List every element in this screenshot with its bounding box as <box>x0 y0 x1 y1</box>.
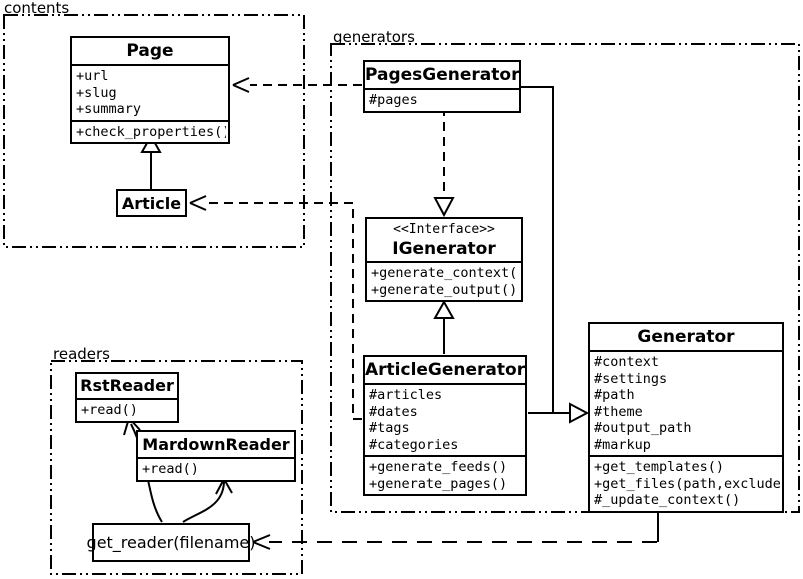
attribute: #settings <box>594 370 668 387</box>
attributes-compartment: #articles #dates #tags #categories <box>365 383 525 455</box>
package-label-contents: contents <box>4 0 70 17</box>
class-articlegenerator: ArticleGenerator #articles #dates #tags … <box>363 355 527 496</box>
attribute: #articles <box>369 387 443 403</box>
attribute: #output_path <box>594 420 692 436</box>
attributes-compartment: #pages <box>365 88 519 111</box>
class-pagesgenerator: PagesGenerator #pages <box>363 60 521 113</box>
class-page: Page +url +slug +summary +check_properti… <box>70 36 230 144</box>
package-label-generators: generators <box>333 28 415 46</box>
stereotype-label: <<Interface>> <box>393 222 495 237</box>
attribute: +slug <box>76 84 117 101</box>
method: +get_files(path,exclude) <box>594 475 780 492</box>
attributes-compartment: #context #settings #path #theme #output_… <box>590 350 782 455</box>
package-label-readers: readers <box>53 345 110 363</box>
attribute: #context <box>594 354 660 370</box>
methods-compartment: +get_templates() +get_files(path,exclude… <box>590 455 782 511</box>
attribute: #categories <box>369 436 459 453</box>
attribute: #dates <box>369 403 418 420</box>
hollow-triangle-icon <box>569 402 590 424</box>
package-border-readers <box>50 360 303 575</box>
class-mardownreader: MardownReader +read() <box>136 430 296 482</box>
methods-compartment: +check_properties() <box>72 119 228 143</box>
class-header: <<Interface>> IGenerator <box>367 219 521 261</box>
attribute: #theme <box>594 403 643 420</box>
method: +check_properties() <box>76 123 226 140</box>
method: +generate_pages() <box>369 475 508 492</box>
open-arrow-icon <box>232 77 250 93</box>
class-article: Article <box>116 189 187 217</box>
methods-compartment: +read() <box>77 398 177 421</box>
class-title: ArticleGenerator <box>365 360 525 380</box>
class-title: Article <box>121 193 182 213</box>
hollow-triangle-icon <box>433 299 455 319</box>
method: +generate_output() <box>371 281 518 298</box>
method: +read() <box>142 461 199 477</box>
attribute: #tags <box>369 420 410 436</box>
generalization-generators-to-generator <box>521 86 570 414</box>
class-title: PagesGenerator <box>365 65 519 85</box>
method: +get_templates() <box>594 459 725 475</box>
class-title: Generator <box>637 327 735 347</box>
methods-compartment: +generate_feeds() +generate_pages() <box>365 455 525 494</box>
attributes-compartment: +url +slug +summary <box>72 64 228 120</box>
class-generator: Generator #context #settings #path #them… <box>588 322 784 513</box>
function-label: get_reader(filename) <box>86 533 256 552</box>
class-title: RstReader <box>80 376 174 395</box>
dependency-articlegenerator-to-article <box>205 202 362 420</box>
class-title: MardownReader <box>142 435 290 454</box>
hollow-triangle-icon <box>140 133 162 153</box>
arrow-getreader-to-mardownreader <box>182 481 225 523</box>
class-title: IGenerator <box>392 239 496 259</box>
attribute: #markup <box>594 436 651 453</box>
method: #_update_context() <box>594 492 741 508</box>
attribute: +summary <box>76 101 142 117</box>
method: +read() <box>81 402 138 418</box>
function-get-reader: get_reader(filename) <box>87 523 255 562</box>
package-border-contents <box>3 14 305 248</box>
methods-compartment: +generate_context() +generate_output() <box>367 261 521 300</box>
method: +generate_context() <box>371 265 519 281</box>
open-arrow-icon <box>189 195 207 211</box>
hollow-triangle-icon <box>433 197 455 218</box>
open-arrow-icon <box>252 534 271 550</box>
class-title: Page <box>126 41 174 61</box>
interface-igenerator: <<Interface>> IGenerator +generate_conte… <box>365 217 523 302</box>
package-border-generators <box>330 43 800 513</box>
class-rstreader: RstReader +read() <box>75 372 179 423</box>
methods-compartment: +read() <box>138 457 294 480</box>
attribute: +url <box>76 68 109 84</box>
attribute: #path <box>594 387 635 403</box>
method: +generate_feeds() <box>369 459 508 475</box>
attribute: #pages <box>369 92 418 108</box>
